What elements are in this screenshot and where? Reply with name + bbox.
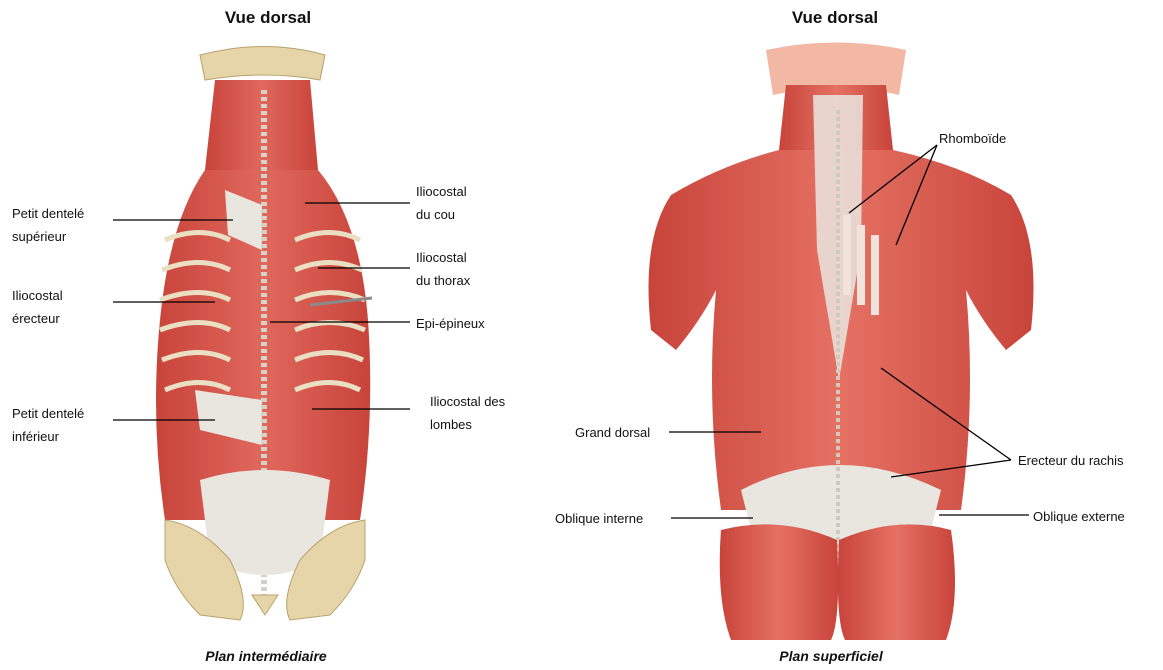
label-line-2: inférieur: [12, 425, 84, 448]
right-figure-panel: Vue dorsal: [581, 0, 1163, 670]
label-line-2: supérieur: [12, 225, 84, 248]
label-iliocostal-du-cou: Iliocostal du cou: [416, 180, 467, 226]
label-iliocostal-erecteur: Iliocostal érecteur: [12, 284, 63, 330]
superficial-back-muscles-illustration: [581, 0, 1163, 670]
left-caption: Plan intermédiaire: [116, 648, 416, 664]
label-line-1: Iliocostal: [416, 180, 467, 203]
label-line-2: lombes: [430, 413, 505, 436]
label-oblique-interne: Oblique interne: [555, 507, 643, 530]
label-epi-epineux: Epi-épineux: [416, 312, 485, 335]
label-rhomboide: Rhomboïde: [939, 127, 1006, 150]
label-oblique-externe: Oblique externe: [1033, 505, 1125, 528]
label-line-2: érecteur: [12, 307, 63, 330]
label-line-1: Oblique interne: [555, 507, 643, 530]
label-line-1: Iliocostal: [416, 246, 470, 269]
label-line-1: Erecteur du rachis: [1018, 449, 1124, 472]
label-line-1: Iliocostal: [12, 284, 63, 307]
right-caption: Plan superficiel: [681, 648, 981, 664]
label-iliocostal-des-lombes: Iliocostal des lombes: [430, 390, 505, 436]
coccyx: [252, 595, 278, 615]
label-petit-dentele-inferieur: Petit dentelé inférieur: [12, 402, 84, 448]
label-grand-dorsal: Grand dorsal: [575, 421, 650, 444]
label-iliocostal-du-thorax: Iliocostal du thorax: [416, 246, 470, 292]
gluteal-right: [838, 524, 955, 640]
left-figure-panel: Vue dorsal: [0, 0, 581, 670]
label-line-2: du thorax: [416, 269, 470, 292]
label-line-1: Epi-épineux: [416, 312, 485, 335]
label-line-1: Petit dentelé: [12, 202, 84, 225]
label-petit-dentele-superieur: Petit dentelé supérieur: [12, 202, 84, 248]
label-line-1: Petit dentelé: [12, 402, 84, 425]
intermediate-back-muscles-illustration: [0, 0, 581, 670]
skull-base-bone: [200, 47, 325, 81]
label-erecteur-du-rachis: Erecteur du rachis: [1018, 449, 1124, 472]
gluteal-left: [720, 524, 838, 640]
label-line-1: Grand dorsal: [575, 421, 650, 444]
label-line-2: du cou: [416, 203, 467, 226]
label-line-1: Oblique externe: [1033, 505, 1125, 528]
label-line-1: Rhomboïde: [939, 127, 1006, 150]
label-line-1: Iliocostal des: [430, 390, 505, 413]
